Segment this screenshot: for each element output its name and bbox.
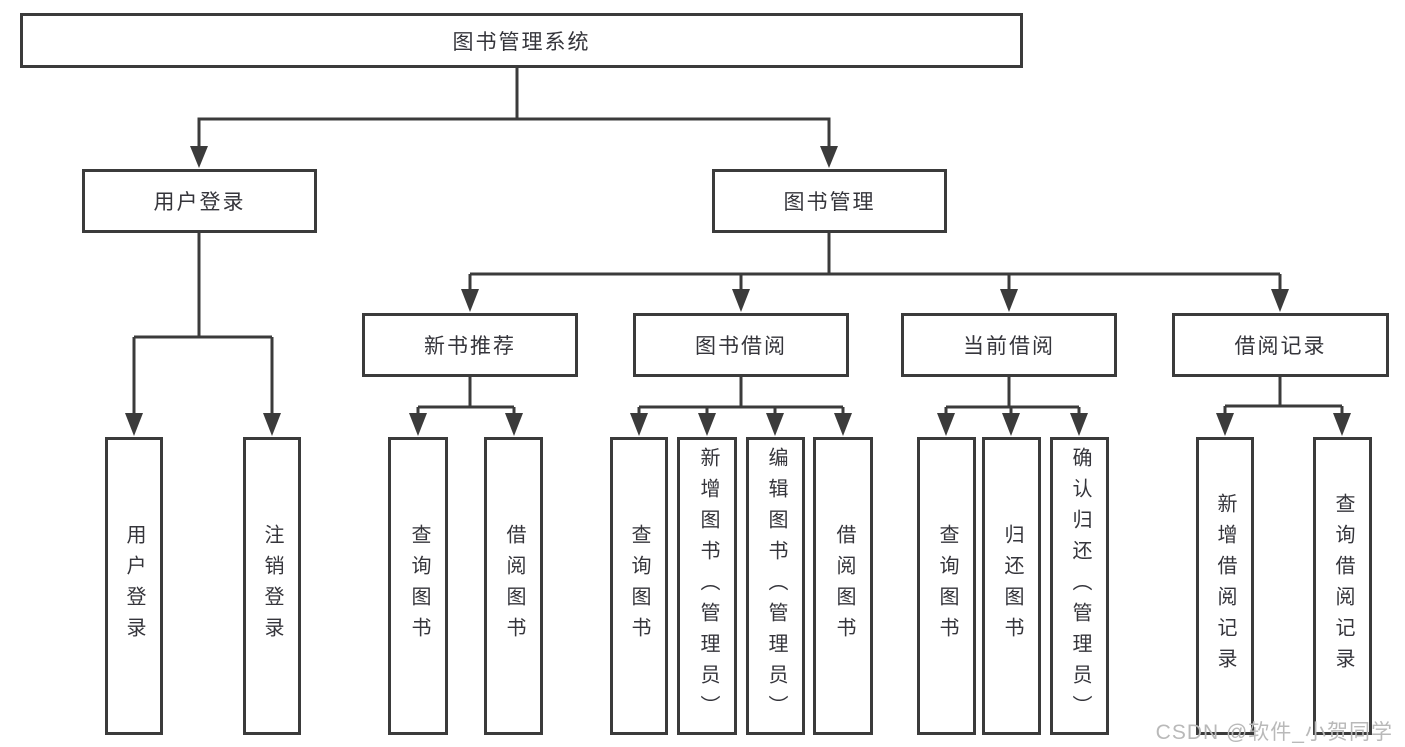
arrowhead-leaf-bb-add [698, 413, 716, 436]
node-user-login: 用户登录 [82, 169, 317, 233]
leaf-cb-return-book: 归还图书 [982, 437, 1041, 735]
node-book-management: 图书管理 [712, 169, 947, 233]
leaf-cb-confirm-return: 确认归还（管理员） [1050, 437, 1109, 735]
connector-root-to-level2 [190, 68, 838, 168]
arrowhead-book-borrow [732, 289, 750, 312]
leaf-rec-query-book: 查询图书 [388, 437, 448, 735]
node-new-book-recommend: 新书推荐 [362, 313, 578, 377]
arrowhead-leaf-cb-query [937, 413, 955, 436]
leaf-br-query-record: 查询借阅记录 [1313, 437, 1372, 735]
arrowhead-leaf-cb-confirm [1070, 413, 1088, 436]
arrowhead-leaf-bb-query [630, 413, 648, 436]
arrowhead-leaf-bb-borrow [834, 413, 852, 436]
node-book-borrow: 图书借阅 [633, 313, 849, 377]
node-borrow-record: 借阅记录 [1172, 313, 1389, 377]
arrowhead-leaf-user-login [125, 413, 143, 436]
arrowhead-leaf-logout [263, 413, 281, 436]
connector-user-login-to-leaves [125, 233, 281, 436]
connector-book-management-to-level3 [461, 233, 1289, 312]
leaf-logout: 注销登录 [243, 437, 301, 735]
connector-current-borrow-to-leaves [937, 377, 1088, 436]
arrowhead-borrow-record [1271, 289, 1289, 312]
arrowhead-leaf-br-add [1216, 413, 1234, 436]
arrowhead-new-book-recommend [461, 289, 479, 312]
arrowhead-leaf-rec-query [409, 413, 427, 436]
node-root: 图书管理系统 [20, 13, 1023, 68]
leaf-bb-borrow-book: 借阅图书 [813, 437, 873, 735]
node-current-borrow: 当前借阅 [901, 313, 1117, 377]
connector-book-borrow-to-leaves [630, 377, 852, 436]
connector-new-book-recommend-to-leaves [409, 377, 523, 436]
leaf-bb-add-book: 新增图书（管理员） [677, 437, 737, 735]
leaf-user-login: 用户登录 [105, 437, 163, 735]
arrowhead-leaf-rec-borrow [505, 413, 523, 436]
arrowhead-leaf-br-query [1333, 413, 1351, 436]
leaf-rec-borrow-book: 借阅图书 [484, 437, 543, 735]
leaf-bb-query-book: 查询图书 [610, 437, 668, 735]
arrowhead-current-borrow [1000, 289, 1018, 312]
arrowhead-user-login [190, 146, 208, 168]
watermark: CSDN @软件_小贺同学 [1155, 721, 1393, 744]
leaf-bb-edit-book: 编辑图书（管理员） [746, 437, 805, 735]
leaf-cb-query-book: 查询图书 [917, 437, 976, 735]
leaf-br-add-record: 新增借阅记录 [1196, 437, 1254, 735]
arrowhead-leaf-cb-return [1002, 413, 1020, 436]
arrowhead-leaf-bb-edit [766, 413, 784, 436]
connector-borrow-record-to-leaves [1216, 377, 1351, 436]
arrowhead-book-management [820, 146, 838, 168]
